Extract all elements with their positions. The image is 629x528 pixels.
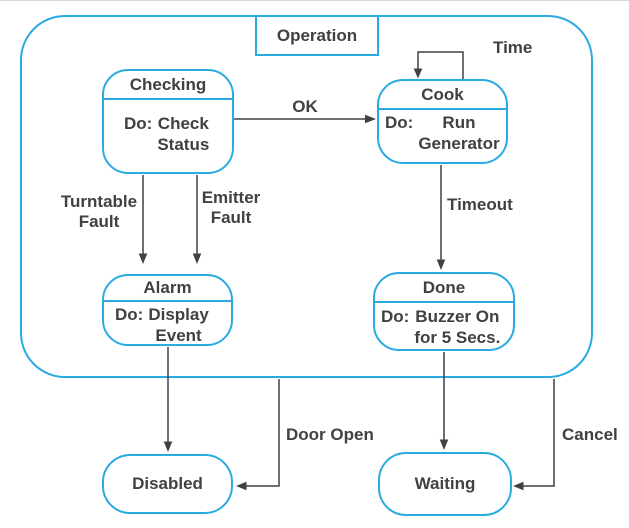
- state-alarm-title: Alarm: [104, 276, 231, 302]
- transition-door-open-arrow: [236, 379, 280, 491]
- state-done-title: Done: [375, 274, 513, 303]
- state-waiting: Waiting: [378, 452, 512, 516]
- state-cook-action: Do: Run Generator: [379, 110, 506, 154]
- state-done-action: Do: Buzzer On for 5 Secs.: [375, 303, 513, 348]
- transition-cancel-label: Cancel: [562, 425, 618, 444]
- action-text: Check Status: [157, 114, 210, 154]
- do-label: Do:: [124, 114, 153, 133]
- state-waiting-title: Waiting: [414, 474, 476, 493]
- operation-superstate-label: Operation: [276, 25, 358, 45]
- state-alarm-action: Do: Display Event: [104, 302, 231, 346]
- state-cook: Cook Do: Run Generator: [377, 79, 508, 164]
- transition-timeout-label: Timeout: [447, 195, 513, 214]
- do-label: Do:: [115, 305, 144, 324]
- transition-emitter-fault-label: Emitter Fault: [201, 188, 261, 227]
- state-alarm: Alarm Do: Display Event: [102, 274, 233, 346]
- operation-superstate-label-box: Operation: [255, 15, 379, 56]
- transition-door-open-label: Door Open: [286, 425, 374, 444]
- transition-ok-label: OK: [292, 97, 318, 116]
- state-checking: Checking Do: Check Status: [102, 69, 234, 174]
- action-text: Buzzer On for 5 Secs.: [414, 307, 501, 347]
- state-done: Done Do: Buzzer On for 5 Secs.: [373, 272, 515, 351]
- action-text: Run Generator: [418, 113, 500, 153]
- state-cook-title: Cook: [379, 81, 506, 110]
- do-label: Do:: [385, 113, 414, 132]
- state-disabled: Disabled: [102, 454, 233, 514]
- state-checking-action: Do: Check Status: [104, 100, 232, 155]
- transition-turntable-fault-label: Turntable Fault: [60, 192, 138, 231]
- transition-time-label: Time: [493, 38, 533, 57]
- action-text: Display Event: [148, 305, 209, 345]
- do-label: Do:: [381, 307, 410, 326]
- state-disabled-title: Disabled: [132, 474, 203, 493]
- transition-cancel-arrow: [513, 379, 555, 491]
- state-checking-title: Checking: [104, 71, 232, 100]
